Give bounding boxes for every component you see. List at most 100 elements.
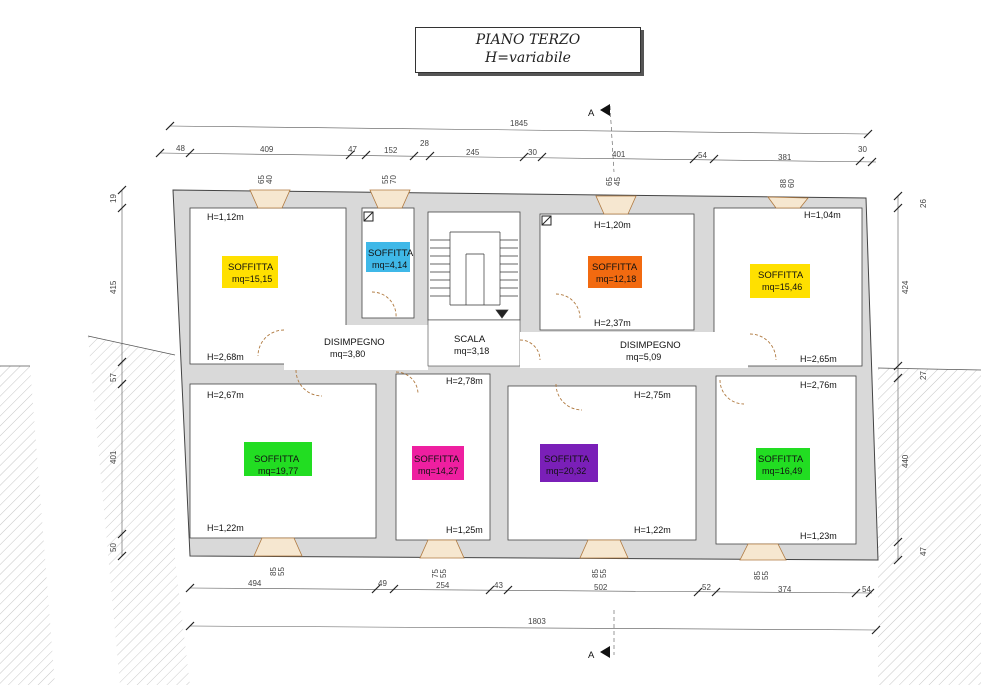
wbot-2b: 55 — [439, 569, 448, 578]
patch-2 — [366, 242, 410, 272]
room-1-area: mq=15,15 — [232, 274, 272, 284]
corridor-2-name: DISIMPEGNO — [620, 340, 681, 351]
height-2: H=2,68m — [207, 352, 244, 362]
left-dimension-labels: 19 415 57 401 50 — [109, 194, 118, 552]
wbot-2a: 75 — [431, 569, 440, 578]
windows-bottom — [253, 537, 787, 561]
height-12: H=1,22m — [634, 525, 671, 535]
room-void-7 — [507, 385, 697, 541]
bottom-dim-4: 43 — [494, 581, 503, 590]
dimension-ticks — [117, 121, 903, 635]
left-dim-4: 401 — [109, 450, 118, 464]
title-height: H=variabile — [485, 50, 571, 66]
room-labels: SOFFITTA mq=15,15 SOFFITTA mq=4,14 SOFFI… — [228, 248, 804, 476]
stair-landing-void — [427, 319, 521, 367]
wtop-2b: 70 — [389, 175, 398, 184]
height-14: H=1,23m — [800, 531, 837, 541]
corridor-1-name: DISIMPEGNO — [324, 337, 385, 348]
stair-void — [427, 211, 521, 321]
left-dim-5: 50 — [109, 543, 118, 552]
top-dim-3: 47 — [348, 145, 357, 154]
room-2-name: SOFFITTA — [368, 248, 414, 259]
top-dim-1: 48 — [176, 144, 185, 153]
patch-7 — [540, 444, 598, 482]
top-dim-9: 54 — [698, 151, 707, 160]
room-2-area: mq=4,14 — [372, 260, 407, 270]
room-3-area: mq=12,18 — [596, 274, 636, 284]
corridor-void-left — [284, 325, 428, 370]
staircase — [430, 231, 518, 319]
right-dim-4: 440 — [901, 454, 910, 468]
left-dim-1: 19 — [109, 194, 118, 203]
bottom-dim-2: 49 — [378, 579, 387, 588]
wtop-3b: 45 — [613, 177, 622, 186]
right-dim-2: 424 — [901, 280, 910, 294]
wbot-1a: 85 — [269, 567, 278, 576]
room-5-area: mq=19,77 — [258, 466, 298, 476]
windows-top — [249, 189, 809, 215]
bottom-dim-1: 494 — [248, 579, 262, 588]
bottom-dim-5: 502 — [594, 583, 608, 592]
height-8: H=1,22m — [207, 523, 244, 533]
terrain-hatching — [0, 335, 981, 685]
corridor-void-right — [520, 332, 748, 368]
top-dimension-labels: 1845 48 409 47 152 28 245 30 401 54 381 … — [176, 119, 867, 162]
room-8-area: mq=16,49 — [762, 466, 802, 476]
corridor-1-area: mq=3,80 — [330, 349, 365, 359]
room-3-name: SOFFITTA — [592, 262, 638, 273]
bottom-dim-7: 374 — [778, 585, 792, 594]
wtop-1b: 40 — [265, 175, 274, 184]
wtop-4b: 60 — [787, 179, 796, 188]
left-dim-3: 57 — [109, 373, 118, 382]
section-letter-top: A — [588, 108, 595, 119]
section-marker-bottom: A — [588, 646, 610, 661]
patch-5 — [244, 442, 312, 476]
height-6: H=2,65m — [800, 354, 837, 364]
top-dim-8: 401 — [612, 150, 626, 159]
patch-1 — [222, 256, 278, 288]
corridor-2-area: mq=5,09 — [626, 352, 661, 362]
title-floor: PIANO TERZO — [475, 32, 581, 48]
window-dimension-labels: 65 40 55 70 65 45 88 60 85 55 75 55 85 5… — [257, 175, 796, 580]
room-7-area: mq=20,32 — [546, 466, 586, 476]
wtop-2a: 55 — [381, 175, 390, 184]
height-10: H=1,25m — [446, 525, 483, 535]
right-dim-1: 26 — [919, 199, 928, 208]
stair-area: mq=3,18 — [454, 346, 489, 356]
patch-3 — [588, 256, 642, 288]
room-color-patches — [222, 242, 810, 482]
top-dim-5: 28 — [420, 139, 429, 148]
height-13: H=2,76m — [800, 380, 837, 390]
wbot-3b: 55 — [599, 569, 608, 578]
bottom-dim-3: 254 — [436, 581, 450, 590]
right-dim-5: 47 — [919, 547, 928, 556]
room-1-name: SOFFITTA — [228, 262, 274, 273]
wtop-4a: 88 — [779, 179, 788, 188]
room-4-area: mq=15,46 — [762, 282, 802, 292]
bottom-dim-6: 52 — [702, 583, 711, 592]
height-5: H=1,04m — [804, 210, 841, 220]
height-4: H=2,37m — [594, 318, 631, 328]
walls — [172, 189, 879, 561]
left-dim-2: 415 — [109, 280, 118, 294]
height-9: H=2,78m — [446, 376, 483, 386]
patch-4 — [750, 264, 810, 298]
room-8-name: SOFFITTA — [758, 454, 804, 465]
corridor-labels: DISIMPEGNO mq=3,80 SCALA mq=3,18 DISIMPE… — [324, 334, 681, 362]
height-labels: H=1,12m H=2,68m H=1,20m H=2,37m H=1,04m … — [207, 210, 841, 541]
top-dim-10: 381 — [778, 153, 792, 162]
right-dim-3: 27 — [919, 371, 928, 380]
room-4-name: SOFFITTA — [758, 270, 804, 281]
wbot-4b: 55 — [761, 571, 770, 580]
top-dim-7: 30 — [528, 148, 537, 157]
height-3: H=1,20m — [594, 220, 631, 230]
bottom-dimension-labels: 494 49 254 43 502 52 374 54 1803 — [248, 579, 871, 626]
bottom-dim-8: 54 — [862, 585, 871, 594]
height-7: H=2,67m — [207, 390, 244, 400]
right-dimension-labels: 26 424 27 440 47 — [901, 199, 928, 556]
patch-8 — [756, 448, 810, 480]
top-dim-4: 152 — [384, 146, 398, 155]
top-total: 1845 — [510, 119, 528, 128]
room-6-name: SOFFITTA — [414, 454, 460, 465]
